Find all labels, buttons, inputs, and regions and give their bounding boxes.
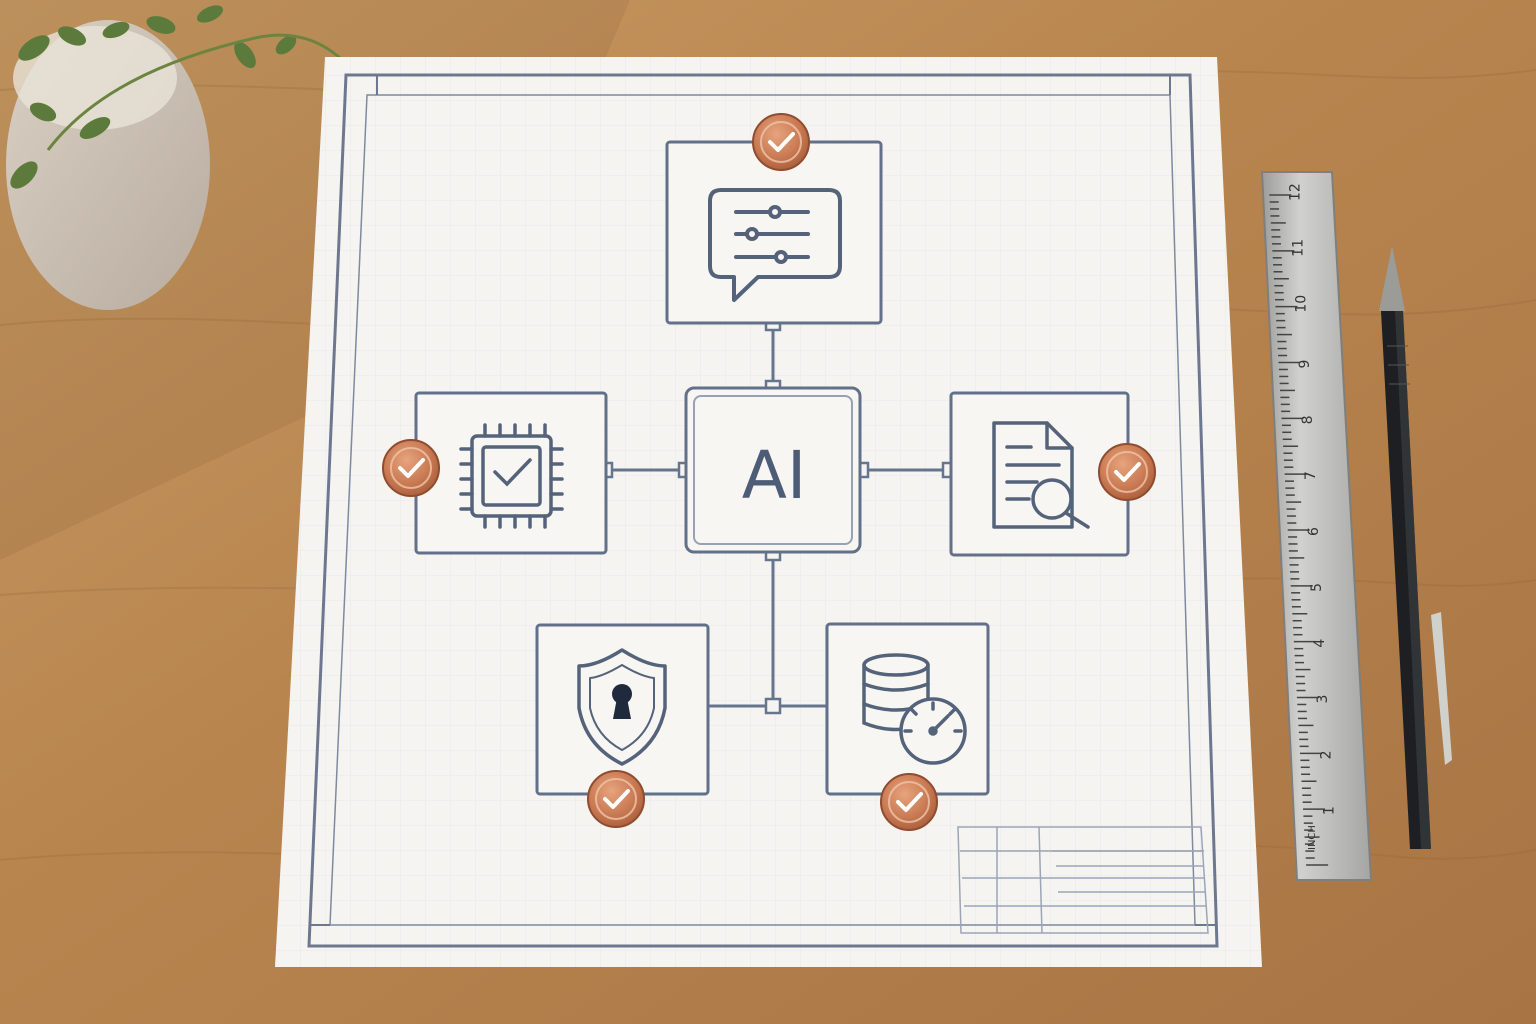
database-gauge-icon xyxy=(862,653,967,765)
center-inner-frame xyxy=(693,395,853,545)
ruler-number: 3 xyxy=(1315,695,1331,704)
checkmark-badges xyxy=(382,113,1156,831)
checkmark-badge-chat xyxy=(752,113,810,171)
checkmark-badge-database xyxy=(880,773,938,831)
document-search-icon xyxy=(992,421,1090,529)
ruler-number: 5 xyxy=(1309,583,1325,592)
mechanical-pencil xyxy=(1379,246,1452,849)
blueprint-title-block xyxy=(957,826,1209,934)
ruler-number: 11 xyxy=(1291,239,1307,257)
ruler-number: 4 xyxy=(1312,639,1328,648)
ai-center-label: AI xyxy=(742,437,807,514)
chip-check-icon xyxy=(459,423,564,529)
ruler-number: 10 xyxy=(1294,295,1310,313)
ruler-number: 2 xyxy=(1318,750,1334,759)
checkmark-badge-chip xyxy=(382,439,440,497)
checkmark-badge-security xyxy=(587,770,645,828)
chat-sliders-icon xyxy=(708,188,842,302)
ruler-unit-label: INCH xyxy=(1307,825,1318,850)
ruler-number: 8 xyxy=(1300,415,1316,424)
ruler-number: 9 xyxy=(1297,360,1313,369)
ruler-number: 7 xyxy=(1303,471,1319,480)
ruler-number: 12 xyxy=(1288,183,1304,201)
shield-lock-icon xyxy=(577,648,667,766)
ruler-number: 6 xyxy=(1306,527,1322,536)
ruler-number: 1 xyxy=(1321,806,1337,815)
checkmark-badge-document xyxy=(1098,443,1156,501)
